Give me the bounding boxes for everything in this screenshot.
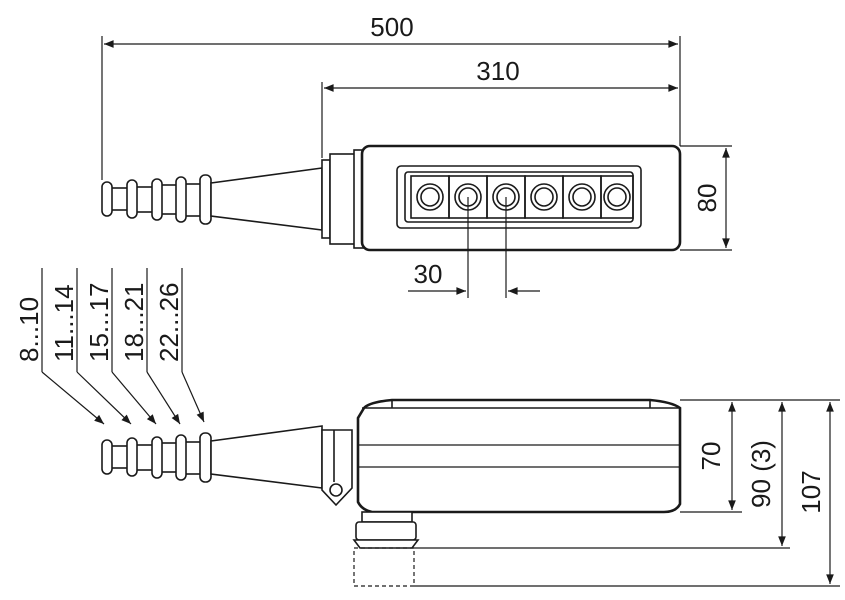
push-button <box>562 175 602 219</box>
cable-gland-side <box>101 425 323 489</box>
dimension-body-height: 70 <box>680 399 742 513</box>
dimension-height-with-gland: 90 (3) <box>412 399 790 549</box>
cable-range-label: 18...21 <box>119 282 149 362</box>
housing-side <box>356 398 682 514</box>
cable-range-label: 22...26 <box>154 282 184 362</box>
top-view <box>101 144 682 252</box>
cable-range-label: 15...17 <box>84 282 114 362</box>
dimension-label: 500 <box>370 12 413 42</box>
housing-neck-top <box>321 149 365 249</box>
cable-gland-top <box>101 167 323 231</box>
cable-range-label: 8...10 <box>14 297 44 362</box>
dimension-label: 80 <box>692 184 722 213</box>
dimension-overall-length: 500 <box>101 12 681 180</box>
dimension-label: 310 <box>476 56 519 86</box>
bottom-gland <box>352 511 420 587</box>
cable-range-label: 11...14 <box>49 284 79 362</box>
dimension-label: 30 <box>414 259 443 289</box>
dimension-label: 107 <box>796 470 826 513</box>
cable-range-labels: 8...10 11...14 15...17 18...21 22...26 <box>14 268 205 425</box>
push-button <box>600 175 634 219</box>
button-frame <box>396 165 642 229</box>
side-view <box>101 398 682 587</box>
dimension-body-length: 310 <box>321 56 679 158</box>
dimension-label: 70 <box>696 442 726 471</box>
dimension-button-pitch: 30 <box>408 197 540 298</box>
dimension-label: 90 (3) <box>746 440 776 508</box>
dimension-total-height: 107 <box>414 399 840 587</box>
dimension-body-width: 80 <box>680 145 732 251</box>
hinge-pin <box>329 483 343 497</box>
